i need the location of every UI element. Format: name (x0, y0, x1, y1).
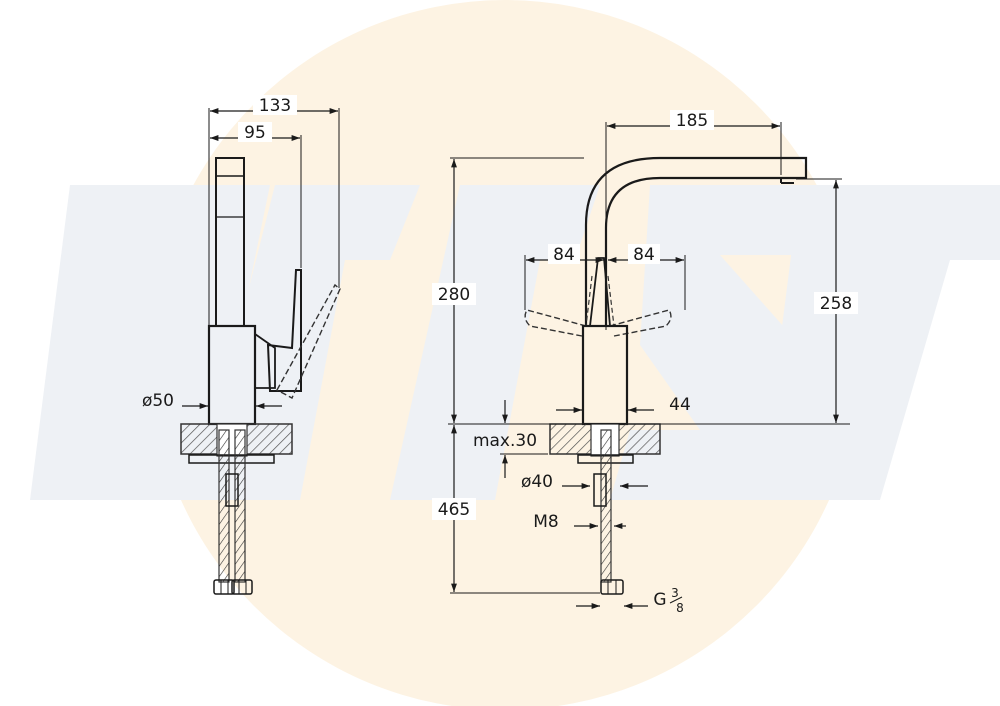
front-spout (584, 156, 808, 326)
side-lever (266, 269, 341, 399)
dim-280: 280 (432, 157, 584, 423)
label-body-diameter: ø50 (142, 391, 174, 411)
dim-133: 133 (208, 95, 340, 330)
label-body-width: 44 (669, 395, 691, 415)
front-view: 185 84 84 280 258 (432, 110, 858, 615)
label-total-depth: 133 (259, 96, 291, 116)
label-lever-left: 84 (553, 245, 575, 265)
label-outlet-height: 258 (820, 294, 852, 314)
side-hoses (213, 429, 253, 595)
dim-max30: max.30 (473, 400, 548, 478)
label-connection-num: 3 (671, 586, 679, 600)
dim-95: 95 (210, 122, 302, 268)
front-hoses (593, 429, 624, 595)
label-lever-right: 84 (633, 245, 655, 265)
label-connection-prefix: G (653, 590, 666, 610)
dim-o40: ø40 (521, 472, 648, 492)
watermark (30, 0, 1000, 706)
label-connection-den: 8 (676, 601, 684, 615)
label-below-counter: 465 (438, 500, 470, 520)
dim-44: 44 (556, 395, 691, 415)
label-max-thickness: max.30 (473, 431, 537, 451)
dim-465: 465 (432, 425, 600, 594)
dim-84-84: 84 84 (524, 244, 686, 310)
dim-o50: ø50 (142, 391, 282, 411)
label-spout-depth: 95 (244, 123, 266, 143)
label-spout-reach: 185 (676, 111, 708, 131)
label-hole-diameter: ø40 (521, 472, 553, 492)
dim-258: 258 (796, 178, 858, 423)
dim-m8: M8 (533, 512, 626, 532)
label-total-height: 280 (438, 285, 470, 305)
label-rod-thread: M8 (533, 512, 558, 532)
dim-185: 185 (605, 110, 782, 330)
dim-g38: G 3 8 (576, 586, 684, 615)
side-view: 133 95 ø50 (142, 95, 341, 595)
